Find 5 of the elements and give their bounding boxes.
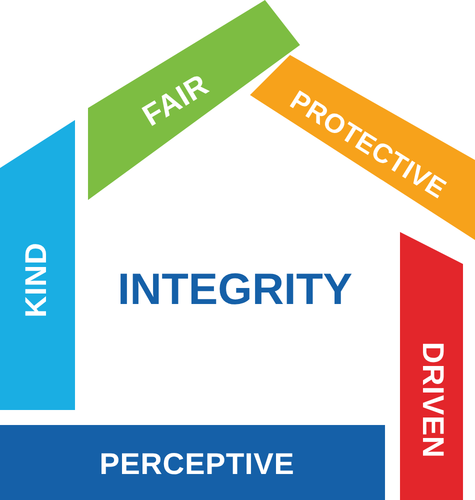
center-title: INTEGRITY xyxy=(118,268,352,312)
band-label: DRIVEN xyxy=(417,342,447,458)
band-label: KIND xyxy=(22,242,52,318)
band-label: FAIR xyxy=(138,70,214,132)
band-label: PERCEPTIVE xyxy=(99,450,295,480)
